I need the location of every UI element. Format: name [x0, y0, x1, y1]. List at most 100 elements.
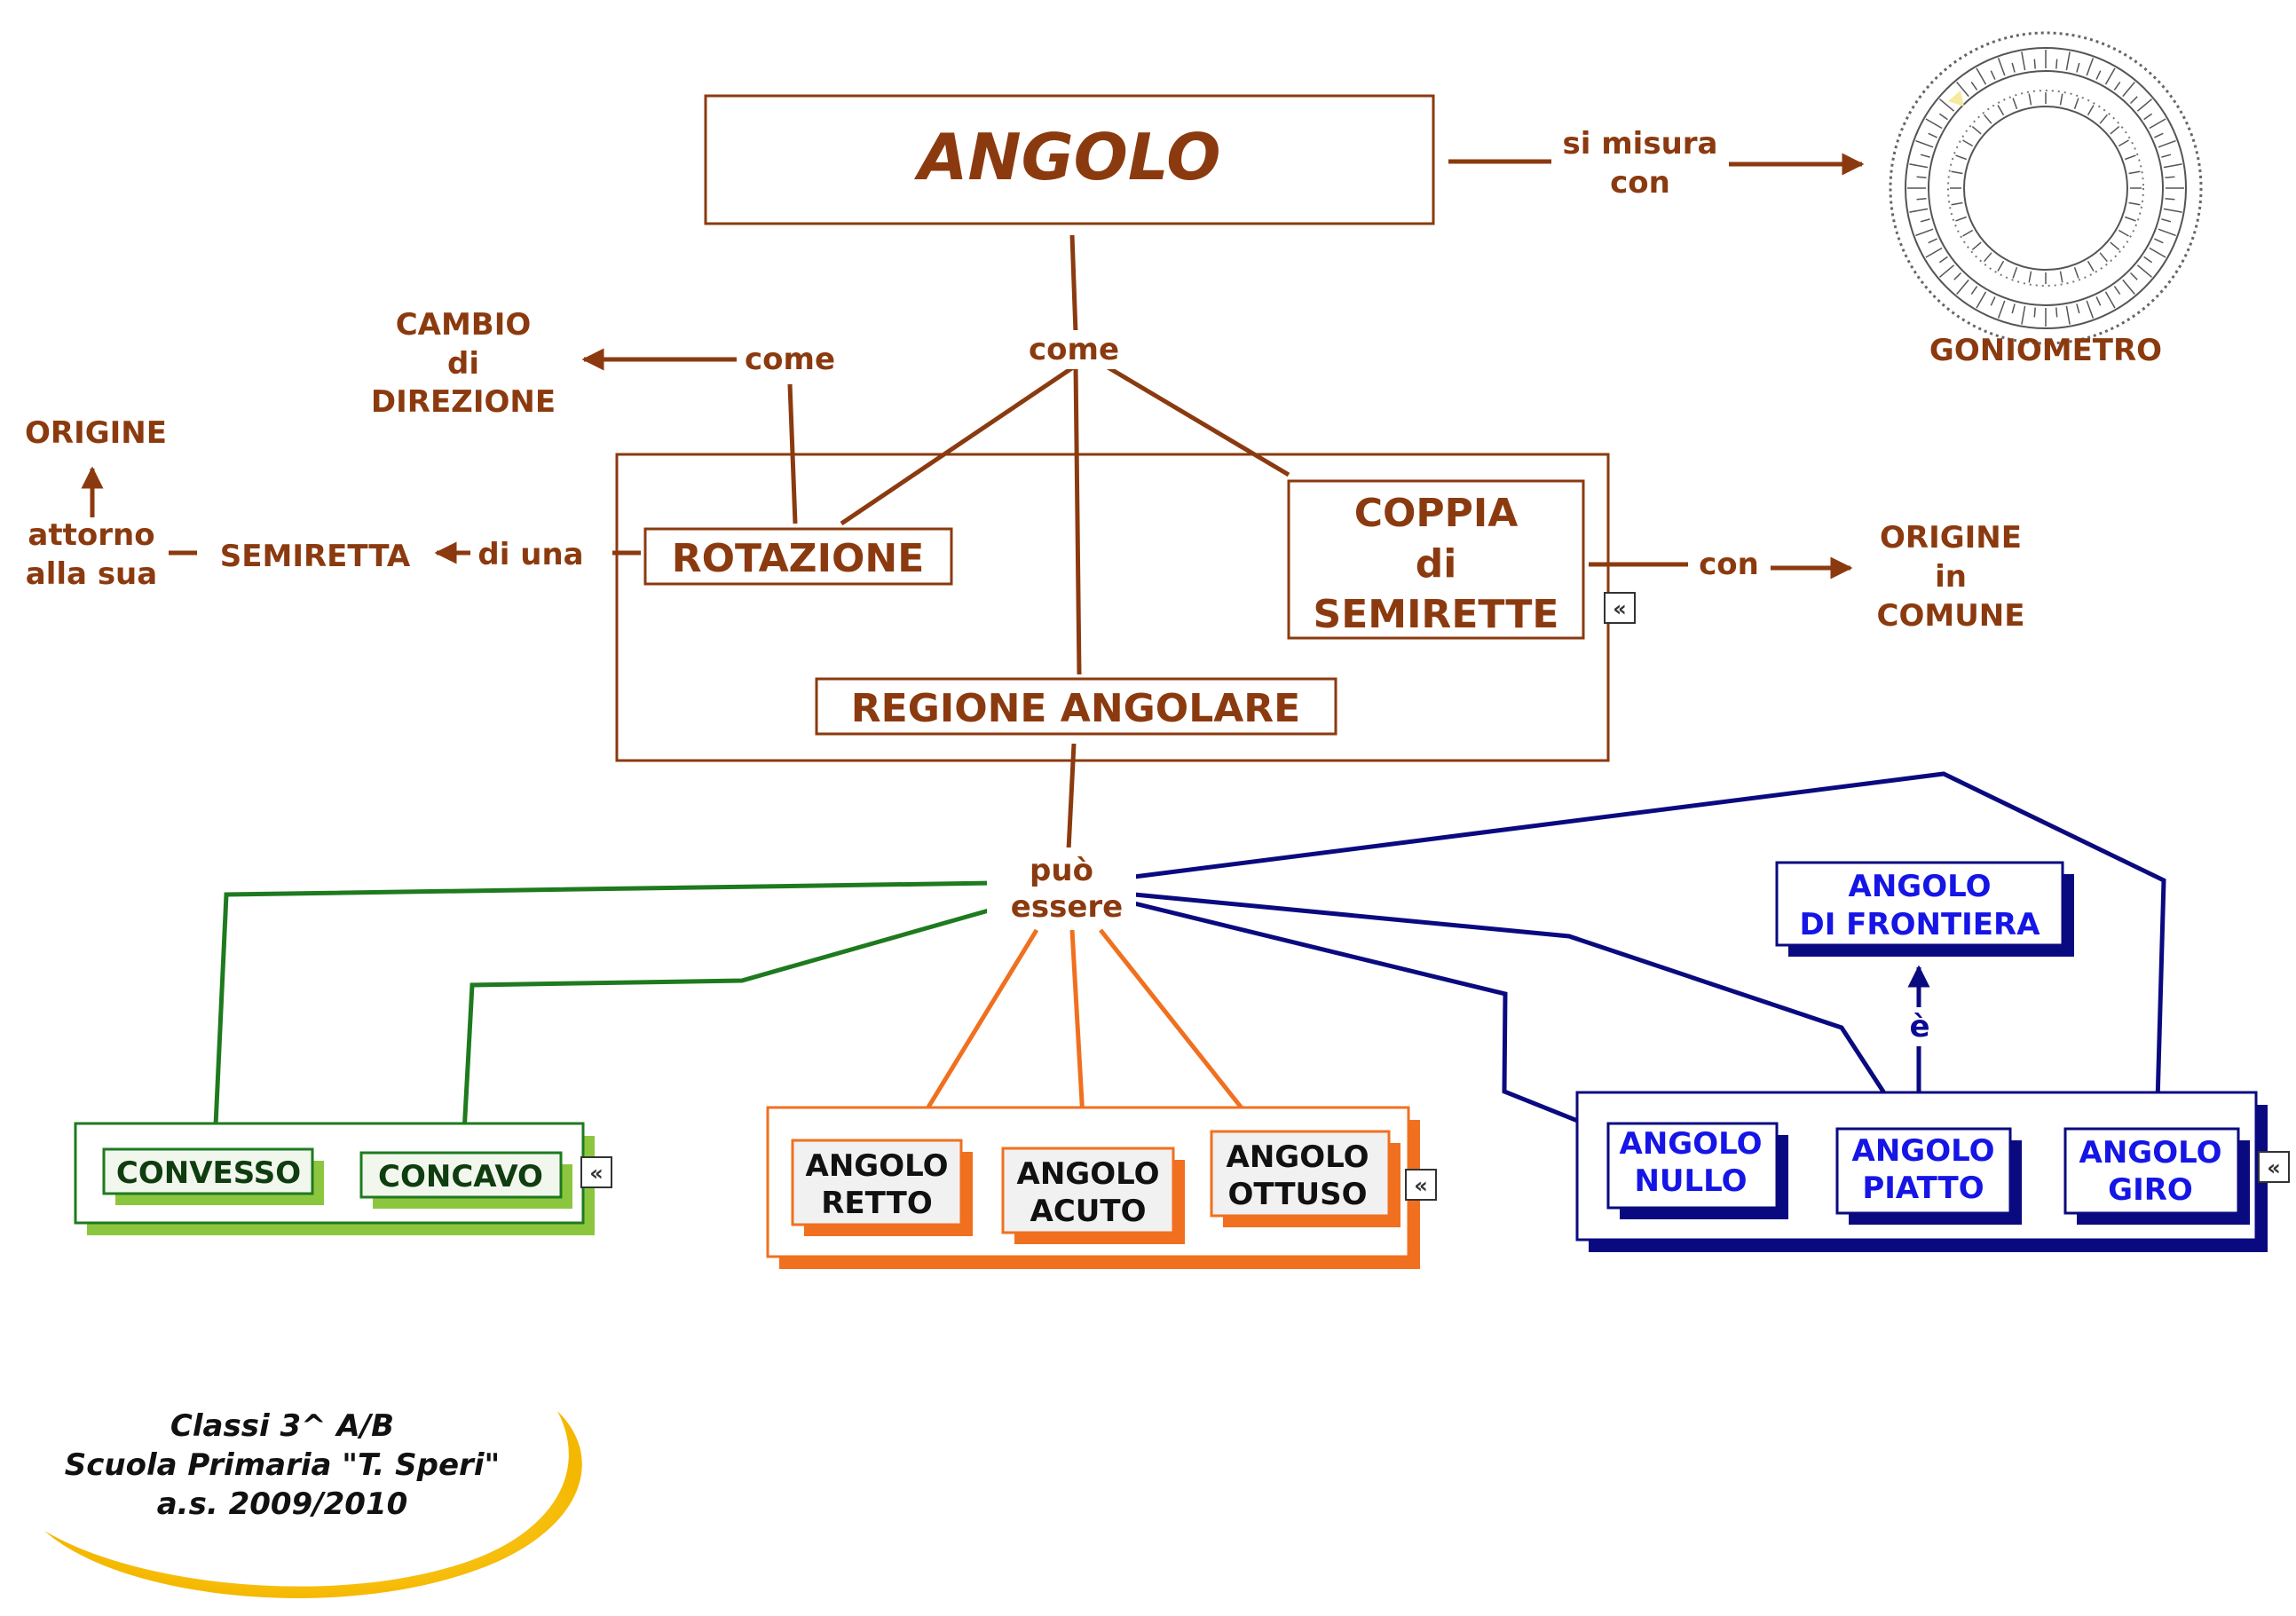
frontier-angle-line-1: ANGOLO	[1849, 869, 1992, 904]
protractor-tick	[2158, 228, 2176, 237]
protractor-tick	[2033, 307, 2036, 318]
protractor-inner-tick	[2110, 241, 2120, 250]
protractor-tick	[2165, 198, 2175, 201]
protractor-tick	[2149, 118, 2166, 130]
measure-link-label-1: si misura	[1563, 126, 1718, 162]
measure-link-label-2: con	[1610, 165, 1670, 201]
protractor-inner-tick	[1951, 170, 1963, 175]
full-angle-node[interactable]: ANGOLO GIRO	[2063, 1127, 2250, 1225]
credits-block: Classi 3^ A/B Scuola Primaria "T. Speri"…	[44, 1408, 582, 1598]
origin-node[interactable]: ORIGINE	[25, 415, 167, 451]
around-link-line-2: alla sua	[26, 556, 157, 592]
protractor-tick	[2136, 99, 2152, 112]
protractor-inner-tick	[2087, 105, 2095, 116]
shape-expand-button[interactable]: «	[580, 1156, 612, 1188]
protractor-tick	[2136, 264, 2152, 278]
protractor-tick	[2095, 296, 2102, 306]
protractor-tick	[2163, 163, 2182, 169]
special-expand-button[interactable]: «	[2258, 1151, 2290, 1183]
protractor-inner-tick	[1997, 105, 2005, 116]
null-angle-line-1: ANGOLO	[1620, 1126, 1763, 1162]
protractor-tick	[2129, 96, 2138, 105]
protractor-inner-tick	[2125, 216, 2136, 222]
double-chevron-left-icon: «	[1414, 1173, 1428, 1198]
obtuse-angle-node[interactable]: ANGOLO OTTUSO	[1210, 1130, 1400, 1227]
pair-line-2: di	[1416, 541, 1457, 587]
protractor-tick	[1938, 113, 1948, 121]
protractor-inner-tick	[1955, 216, 1967, 222]
protractor-tick	[2113, 81, 2121, 91]
protractor-inner-tick	[2099, 114, 2108, 124]
protractor-tick	[1970, 286, 1978, 296]
convex-node[interactable]: CONVESSO	[102, 1147, 324, 1205]
protractor-tick	[2033, 59, 2036, 69]
angular-region-node[interactable]: REGIONE ANGOLARE	[815, 677, 1337, 736]
half-line-node[interactable]: SEMIRETTA	[220, 539, 411, 574]
right-angle-node[interactable]: ANGOLO RETTO	[791, 1139, 973, 1236]
direction-change-node[interactable]: CAMBIO di DIREZIONE	[371, 307, 556, 420]
direction-change-line-2: di	[447, 346, 479, 382]
shape-group: CONVESSO CONCAVO «	[74, 1122, 612, 1235]
protractor-tick	[1920, 154, 1930, 158]
protractor-inner-tick	[1962, 139, 1974, 147]
common-origin-line-3: COMUNE	[1877, 598, 2025, 634]
protractor-tick	[2104, 67, 2116, 85]
protractor-tick	[1956, 279, 1969, 295]
obtuse-angle-line-1: ANGOLO	[1227, 1139, 1369, 1175]
protractor-tick	[2122, 279, 2135, 295]
acute-angle-node[interactable]: ANGOLO ACUTO	[1001, 1147, 1185, 1244]
frontier-angle-line-2: DI FRONTIERA	[1799, 907, 2040, 942]
full-angle-line-1: ANGOLO	[2079, 1135, 2222, 1171]
protractor-tick	[2055, 59, 2058, 69]
brown-connectors	[81, 153, 1865, 851]
protractor-tick	[1953, 272, 1962, 280]
protractor-tick	[1915, 228, 1934, 237]
protractor-inner-tick	[2118, 229, 2129, 237]
angolo-node[interactable]: ANGOLO	[704, 94, 1435, 225]
credits-line-1: Classi 3^ A/B	[170, 1408, 394, 1444]
protractor-tick	[1997, 300, 2006, 319]
null-angle-line-2: NULLO	[1634, 1163, 1747, 1199]
protractor-tick	[1997, 58, 2006, 76]
goniometer-image	[1889, 31, 2203, 345]
protractor-tick	[2143, 256, 2153, 264]
full-angle-line-2: GIRO	[2108, 1172, 2193, 1208]
right-angle-line-2: RETTO	[821, 1186, 932, 1221]
right-angle-line-1: ANGOLO	[806, 1148, 949, 1184]
common-origin-node[interactable]: ORIGINE in COMUNE	[1877, 520, 2025, 634]
protractor-tick	[2055, 307, 2058, 318]
rotation-label: ROTAZIONE	[672, 536, 925, 581]
size-expand-button[interactable]: «	[1405, 1169, 1437, 1201]
protractor-tick	[1909, 208, 1929, 213]
rotation-node[interactable]: ROTAZIONE	[643, 527, 953, 586]
protractor-tick	[2086, 58, 2095, 76]
straight-angle-line-2: PIATTO	[1862, 1171, 1984, 1206]
null-angle-node[interactable]: ANGOLO NULLO	[1606, 1122, 1788, 1219]
direction-change-line-3: DIREZIONE	[371, 384, 556, 420]
protractor-tick	[2011, 62, 2016, 73]
protractor-tick	[2011, 303, 2016, 314]
protractor-tick	[2076, 303, 2080, 314]
protractor-inner-tick	[2028, 93, 2032, 106]
protractor-tick	[2021, 305, 2026, 325]
protractor-tick	[2154, 132, 2164, 138]
concave-node[interactable]: CONCAVO	[359, 1151, 572, 1209]
protractor-inner-tick	[2073, 267, 2079, 279]
pair-node[interactable]: COPPIA di SEMIRETTE	[1287, 479, 1585, 640]
protractor-tick	[1915, 139, 1934, 148]
can-be-line-2: essere	[1011, 889, 1123, 925]
straight-angle-node[interactable]: ANGOLO PIATTO	[1835, 1127, 2022, 1225]
frontier-angle-node[interactable]: ANGOLO DI FRONTIERA	[1775, 861, 2074, 957]
angular-region-label: REGIONE ANGOLARE	[851, 686, 1300, 731]
protractor-inner-tick	[2073, 98, 2079, 109]
protractor-tick	[2122, 82, 2135, 98]
protractor-tick	[2163, 208, 2182, 213]
is-link: è	[1909, 1009, 1929, 1044]
protractor-tick	[2161, 154, 2172, 158]
protractor-tick	[2076, 62, 2080, 73]
pair-expand-button[interactable]: «	[1604, 592, 1636, 624]
concave-label: CONCAVO	[378, 1159, 543, 1194]
straight-angle-line-1: ANGOLO	[1852, 1133, 1995, 1169]
protractor-tick	[1970, 81, 1978, 91]
